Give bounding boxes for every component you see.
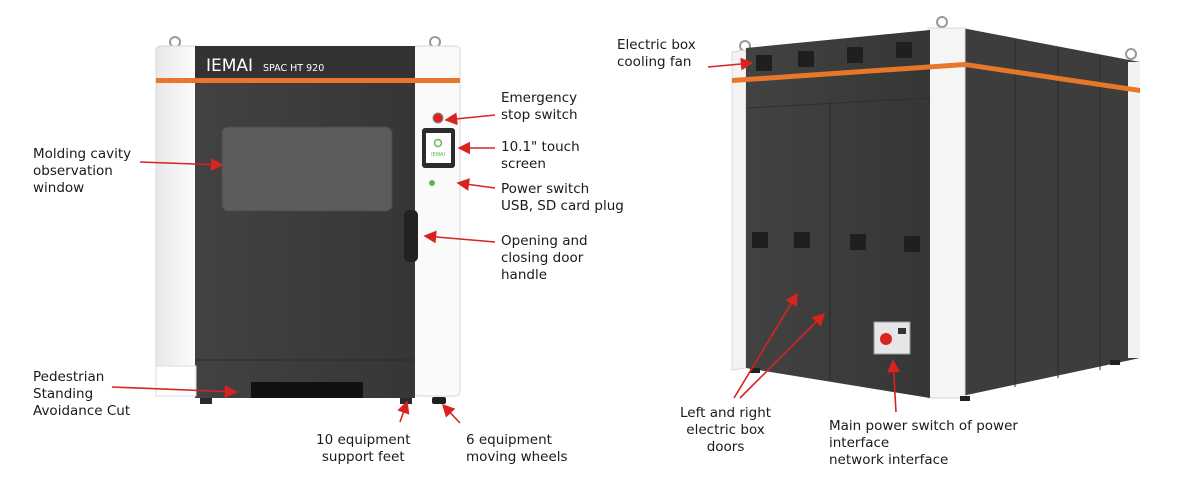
observation-window — [221, 126, 393, 212]
callout-arrows — [111, 57, 901, 424]
power-logo-icon — [433, 138, 443, 148]
cooling-fan-icon — [756, 55, 772, 71]
main-power-box — [873, 321, 911, 355]
label-moving-wheels: 6 equipment moving wheels — [466, 432, 568, 465]
cooling-fan-icon — [847, 47, 863, 63]
front-body — [195, 46, 415, 398]
cooling-fan-icon — [798, 51, 814, 67]
back-machine — [731, 16, 1140, 401]
door-handle — [404, 210, 418, 262]
model-name: SPAC HT 920 — [263, 63, 324, 74]
main-power-switch-icon — [880, 333, 892, 345]
lifting-eye-icon — [1125, 48, 1137, 60]
emergency-stop-icon — [432, 112, 444, 124]
label-door-handle: Opening and closing door handle — [501, 233, 588, 283]
label-emergency-stop: Emergency stop switch — [501, 90, 578, 123]
power-switch-icon — [429, 180, 435, 186]
label-support-feet: 10 equipment support feet — [316, 432, 411, 465]
moving-wheel — [432, 397, 446, 404]
lifting-eye-icon — [936, 16, 948, 28]
cooling-fan-icon — [850, 234, 866, 250]
cooling-fan-icon — [794, 232, 810, 248]
long-side-panel — [962, 28, 1140, 396]
label-cooling-fan: Electric box cooling fan — [617, 37, 696, 70]
front-machine — [155, 36, 461, 404]
avoidance-cut — [251, 382, 363, 398]
label-touch-screen: 10.1" touch screen — [501, 139, 580, 172]
right-side-panel — [413, 45, 461, 397]
cooling-fan-icon — [896, 42, 912, 58]
left-side-panel — [155, 45, 201, 397]
orange-stripe — [156, 78, 460, 83]
label-power-switch: Power switch USB, SD card plug — [501, 181, 624, 214]
support-foot — [200, 398, 212, 404]
cooling-fan-icon — [752, 232, 768, 248]
corner-pillar — [927, 27, 966, 399]
cooling-fan-icon — [904, 236, 920, 252]
top-header — [195, 46, 415, 82]
label-electric-box-doors: Left and right electric box doors — [680, 405, 772, 455]
touch-screen — [426, 133, 451, 163]
brand-logo: IEMAI — [206, 56, 253, 76]
label-observation-window: Molding cavity observation window — [33, 146, 132, 196]
label-pedestrian-cut: Pedestrian Standing Avoidance Cut — [33, 369, 131, 419]
screen-logo: IEMAI — [431, 152, 445, 158]
orange-stripe — [732, 62, 1140, 93]
label-main-power: Main power switch of power interface net… — [829, 418, 1018, 468]
